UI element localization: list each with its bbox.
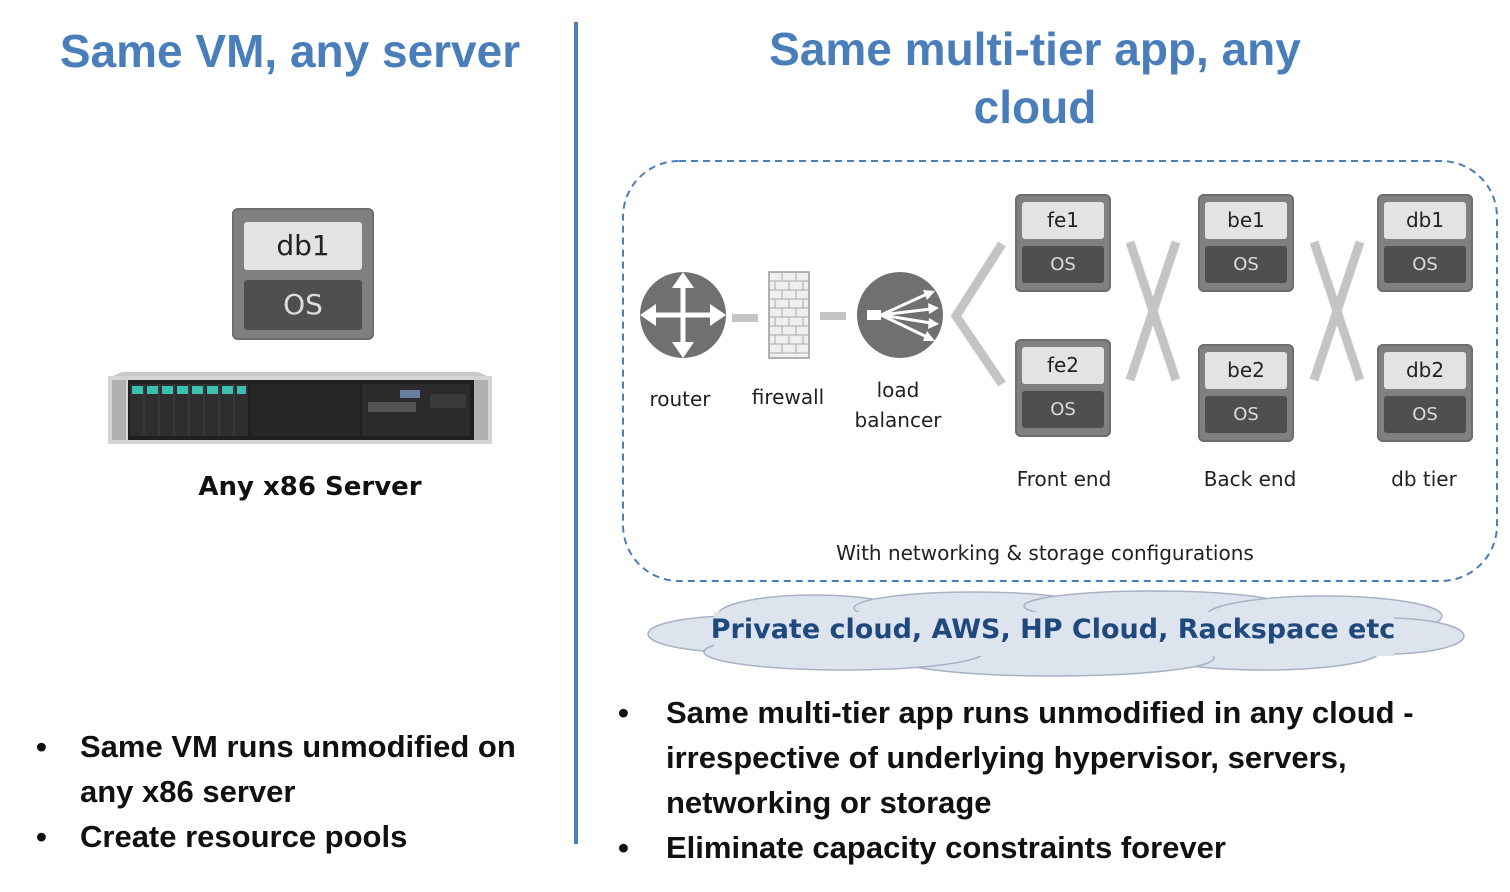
vm-name: fe2 — [1022, 347, 1104, 384]
back-end-label: Back end — [1203, 467, 1297, 491]
vm-os: OS — [1384, 396, 1466, 433]
router-icon — [640, 272, 726, 358]
right-bullet-1: Same multi-tier app runs unmodified in a… — [618, 690, 1478, 825]
vm-name: db1 — [244, 222, 362, 270]
firewall-icon — [768, 271, 810, 359]
cloud-label: Private cloud, AWS, HP Cloud, Rackspace … — [710, 614, 1396, 645]
vm-os: OS — [1205, 246, 1287, 283]
vm-db1-left: db1 OS — [232, 208, 374, 340]
vm-fe1: fe1 OS — [1015, 194, 1111, 292]
right-bullet-2: Eliminate capacity constraints forever — [618, 825, 1478, 870]
right-title: Same multi-tier app, any cloud — [769, 23, 1301, 133]
router-label: router — [649, 387, 711, 411]
vm-be2: be2 OS — [1198, 344, 1294, 442]
left-bullets: Same VM runs unmodified on any x86 serve… — [34, 724, 554, 859]
server-icon — [108, 372, 492, 444]
vm-os: OS — [1384, 246, 1466, 283]
front-end-label: Front end — [1016, 467, 1112, 491]
config-note: With networking & storage configurations — [836, 541, 1254, 565]
app-boundary — [622, 160, 1498, 582]
link-router-firewall — [732, 314, 758, 322]
left-bullet-2: Create resource pools — [34, 814, 554, 859]
load-balancer-label: load balancer — [854, 378, 942, 432]
vm-name: db1 — [1384, 202, 1466, 239]
tier-connectors — [950, 240, 1365, 387]
vm-db1: db1 OS — [1377, 194, 1473, 292]
vm-os: OS — [1205, 396, 1287, 433]
vm-os: OS — [244, 280, 362, 330]
vm-name: fe1 — [1022, 202, 1104, 239]
right-bullets: Same multi-tier app runs unmodified in a… — [618, 690, 1478, 870]
vm-os: OS — [1022, 246, 1104, 283]
server-label: Any x86 Server — [198, 472, 422, 502]
vm-name: be2 — [1205, 352, 1287, 389]
link-firewall-balancer — [820, 312, 846, 320]
vm-fe2: fe2 OS — [1015, 339, 1111, 437]
left-bullet-1: Same VM runs unmodified on any x86 serve… — [34, 724, 554, 814]
vm-be1: be1 OS — [1198, 194, 1294, 292]
cloud-shape — [647, 590, 1465, 677]
vm-db2: db2 OS — [1377, 344, 1473, 442]
vm-name: db2 — [1384, 352, 1466, 389]
vm-name: be1 — [1205, 202, 1287, 239]
left-title: Same VM, any server — [59, 25, 521, 77]
firewall-label: firewall — [751, 385, 825, 409]
panel-divider — [574, 22, 578, 844]
load-balancer-icon — [857, 272, 943, 358]
db-tier-label: db tier — [1391, 467, 1457, 491]
vm-os: OS — [1022, 391, 1104, 428]
